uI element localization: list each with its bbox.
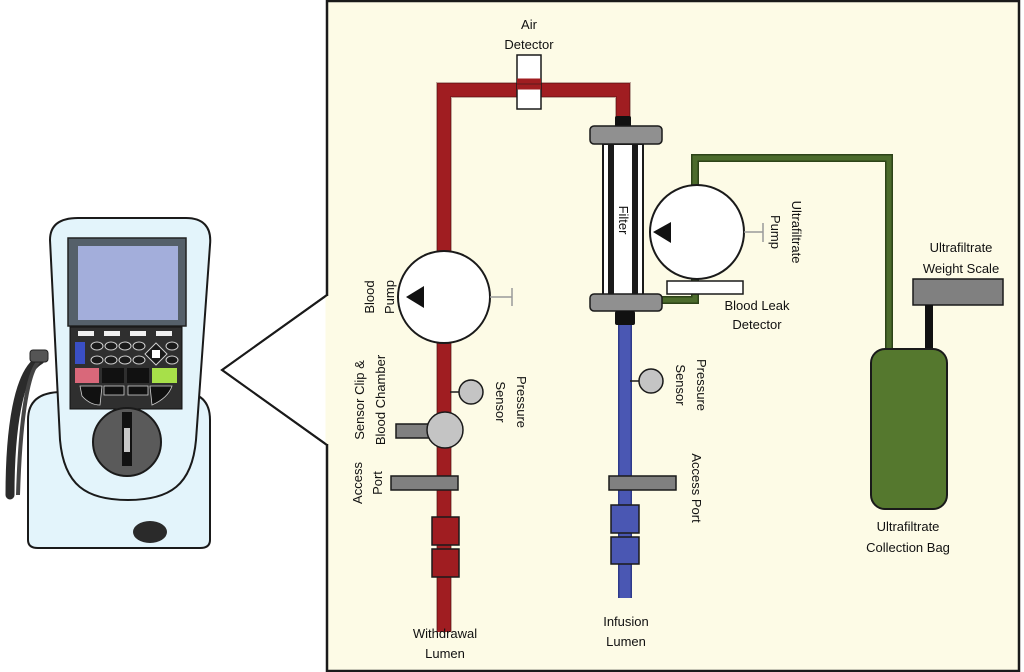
device-base-button[interactable] — [133, 521, 167, 543]
pressure-sensor-right-label-1: Pressure — [694, 359, 709, 411]
pressure-sensor-right — [638, 368, 664, 394]
withdrawal-connector-2 — [431, 548, 460, 578]
blood-leak-detector-label-1: Blood Leak — [724, 298, 790, 313]
keypad-green-key[interactable] — [152, 368, 177, 383]
withdrawal-lumen-label-1: Withdrawal — [413, 626, 477, 641]
withdrawal-lumen-label-2: Lumen — [425, 646, 465, 661]
ultrafiltrate-pump-arrow — [653, 222, 671, 243]
ultrafiltrate-pump-label-2: Pump — [768, 215, 783, 249]
blood-chamber — [426, 411, 464, 449]
keypad-dpad[interactable] — [144, 342, 168, 366]
blood-leak-detector — [666, 280, 744, 295]
pressure-sensor-left — [458, 379, 484, 405]
withdrawal-connector-1 — [431, 516, 460, 546]
filter-top-cap — [589, 125, 663, 145]
access-port-left-label-1: Access — [350, 462, 365, 504]
uf-collection-bag — [870, 348, 948, 510]
keypad-round-keys[interactable] — [90, 341, 179, 365]
uf-weight-scale-label-1: Ultrafiltrate — [930, 240, 993, 255]
zoom-callout — [220, 294, 328, 446]
infusion-connector-2 — [610, 536, 640, 565]
blood-pump-label-1: Blood — [362, 280, 377, 313]
console-device — [5, 217, 328, 549]
device-hose — [5, 355, 45, 500]
blood-pump-label-2: Pump — [382, 280, 397, 314]
sensor-clip-label-1: Sensor Clip & — [352, 360, 367, 440]
infusion-lumen-label-2: Lumen — [606, 634, 646, 649]
blood-pump-arrow — [406, 286, 424, 308]
access-port-left — [390, 475, 459, 491]
keypad-black-key-2[interactable] — [127, 368, 149, 383]
ultrafiltrate-pump-label-1: Ultrafiltrate — [789, 201, 804, 264]
air-detector-label-2: Detector — [504, 37, 554, 52]
pressure-sensor-left-label-2: Sensor — [493, 381, 508, 423]
keypad-black-key-1[interactable] — [102, 368, 124, 383]
uf-collection-bag-label-2: Collection Bag — [866, 540, 950, 555]
filter-label: Filter — [616, 206, 631, 236]
infusion-connector-1 — [610, 504, 640, 534]
sensor-clip-label-2: Blood Chamber — [373, 354, 388, 445]
keypad-red-key[interactable] — [75, 368, 99, 383]
access-port-right — [608, 475, 677, 491]
air-detector-label-1: Air — [521, 17, 538, 32]
keypad-bottom-keys[interactable] — [79, 385, 173, 406]
pressure-sensor-right-label-2: Sensor — [673, 364, 688, 406]
access-port-right-label: Access Port — [689, 453, 704, 523]
uf-collection-bag-label-1: Ultrafiltrate — [877, 519, 940, 534]
pressure-sensor-left-label-1: Pressure — [514, 376, 529, 428]
keypad-blue-key[interactable] — [75, 342, 85, 364]
device-screen — [78, 246, 178, 320]
keypad-top-keys[interactable] — [78, 331, 172, 336]
infusion-lumen-label-1: Infusion — [603, 614, 649, 629]
filter-bottom-cap — [589, 293, 663, 312]
access-port-left-label-2: Port — [370, 471, 385, 495]
uf-weight-scale-label-2: Weight Scale — [923, 261, 999, 276]
blood-leak-detector-label-2: Detector — [732, 317, 782, 332]
uf-weight-scale — [912, 278, 1004, 306]
